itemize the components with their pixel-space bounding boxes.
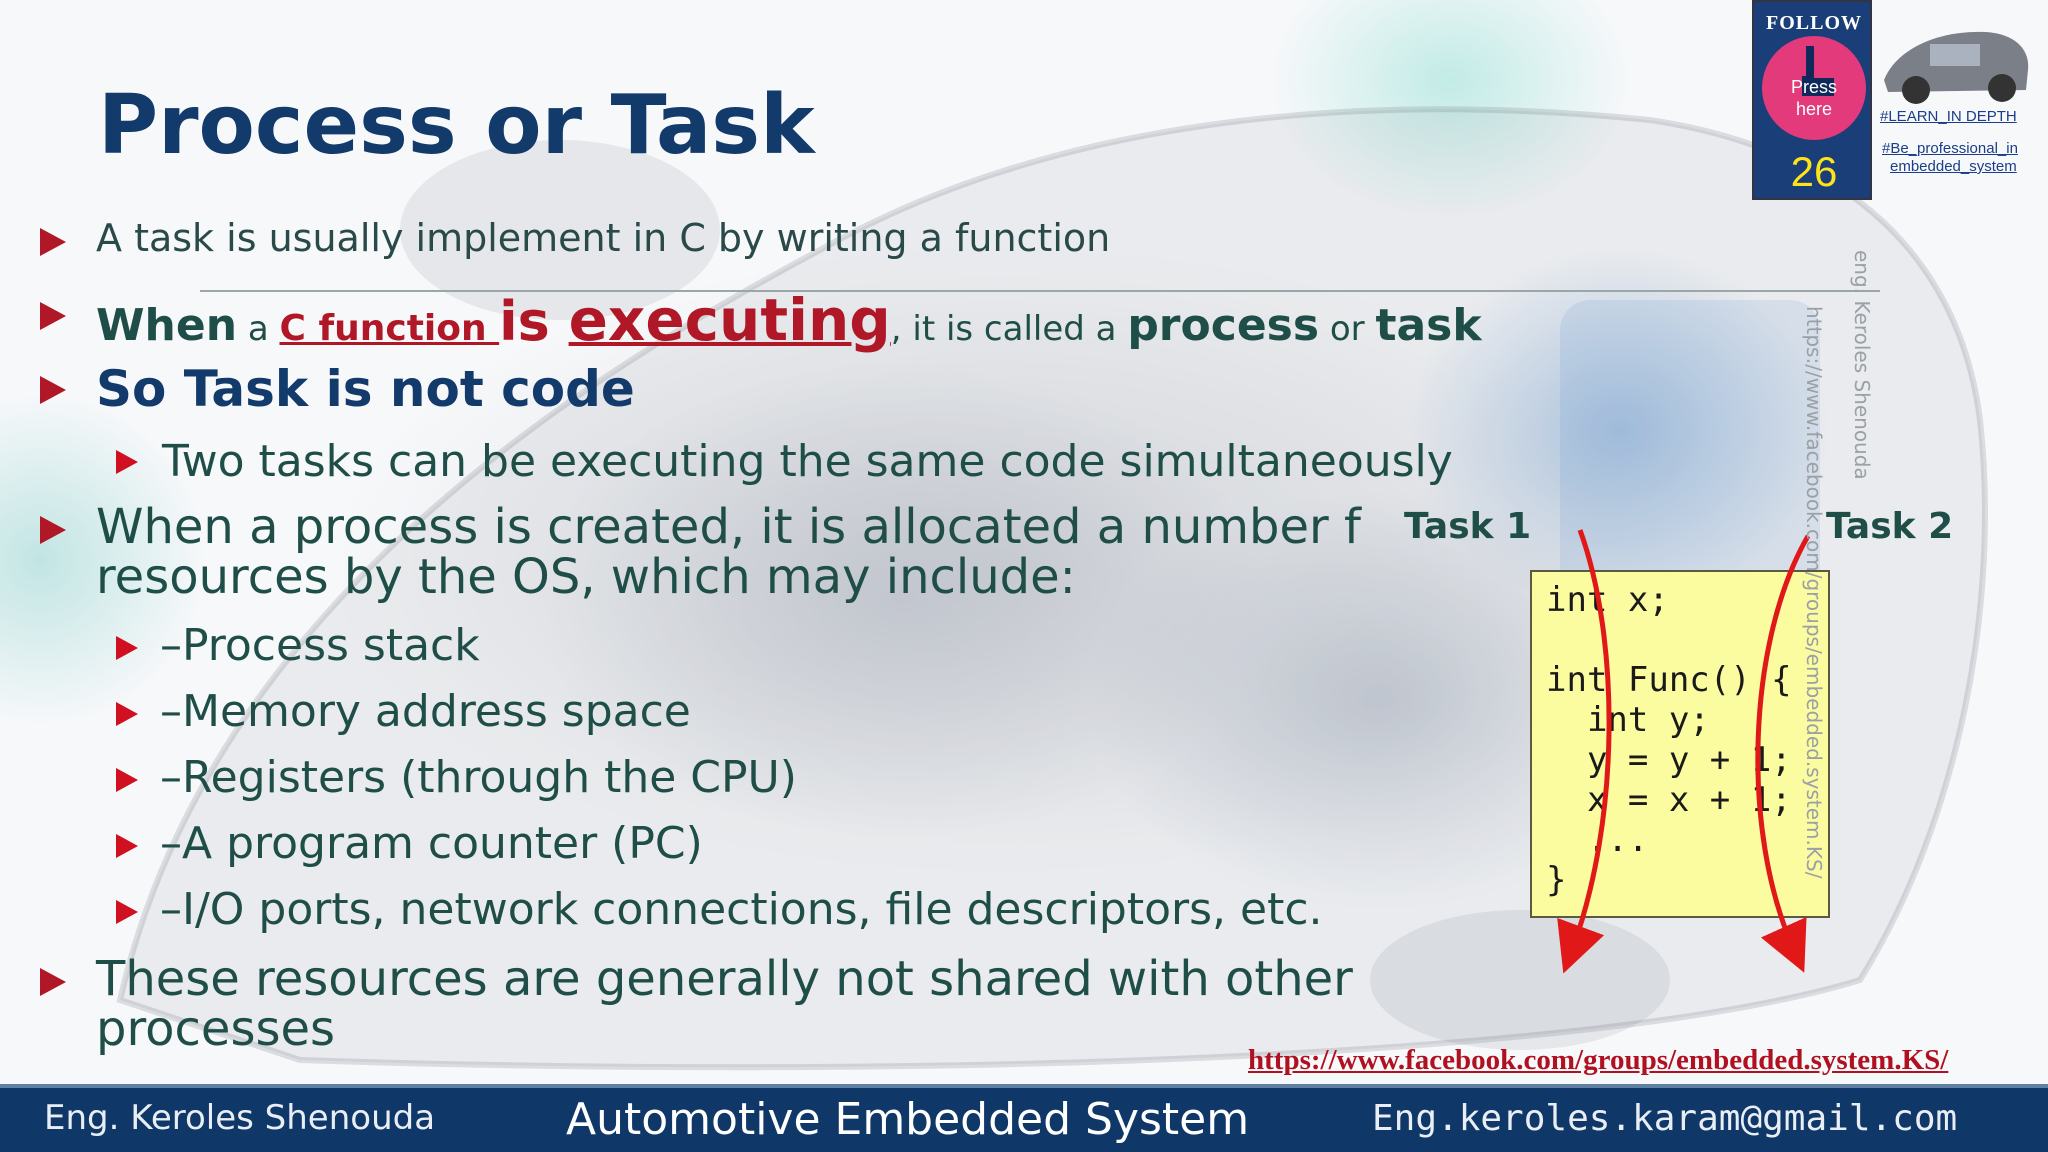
bullet-resources-not-shared-line1: These resources are generally not shared…: [96, 951, 1353, 1007]
text-executing: executing: [568, 286, 891, 354]
facebook-group-link[interactable]: https://www.facebook.com/groups/embedded…: [1248, 1044, 1949, 1076]
task1-label: Task 1: [1404, 506, 1532, 547]
text-called: , it is called a: [890, 309, 1128, 349]
sub-bullet-arrow-icon: [116, 900, 138, 924]
code-box: int x; int Func() { int y; y = y + 1; x …: [1530, 570, 1830, 918]
resource-item: –Memory address space: [160, 686, 691, 737]
bullet-task-implementation: A task is usually implement in C by writ…: [96, 216, 1111, 260]
sub-bullet-arrow-icon: [116, 768, 138, 792]
vertical-author: eng. Keroles Shenouda: [1850, 250, 1874, 480]
car-thumbnail-icon: [1884, 31, 2029, 104]
tag-learn-in-depth[interactable]: #LEARN_IN DEPTH: [1880, 108, 2017, 125]
bullet-arrow-icon: [40, 968, 66, 996]
page-number: 26: [1790, 148, 1838, 195]
bullet-resources-not-shared: These resources are generally not shared…: [96, 954, 1353, 1054]
text-a: a: [237, 309, 280, 349]
text-process: process: [1127, 300, 1320, 351]
resource-item: –A program counter (PC): [160, 818, 703, 869]
sub-bullet-arrow-icon: [116, 834, 138, 858]
code-snippet: int x; int Func() { int y; y = y + 1; x …: [1546, 580, 1792, 900]
footer-bar: Eng. Keroles Shenouda Automotive Embedde…: [0, 1084, 2048, 1152]
sub-bullet-arrow-icon: [116, 636, 138, 660]
resource-item: –I/O ports, network connections, file de…: [160, 884, 1323, 935]
text-c-function: C function: [279, 308, 500, 349]
page-title: Process or Task: [98, 78, 815, 173]
bullet-arrow-icon: [40, 228, 66, 256]
tag-embedded-system[interactable]: embedded_system: [1890, 158, 2017, 175]
text-or: or: [1319, 309, 1376, 349]
bullet-process-definition: When a C function is executing, it is ca…: [96, 286, 1482, 354]
bullet-arrow-icon: [40, 376, 66, 404]
footer-email: Eng.keroles.karam@gmail.com: [1372, 1098, 1958, 1139]
bullet-resources-not-shared-line2: processes: [96, 1001, 335, 1057]
footer-author: Eng. Keroles Shenouda: [44, 1098, 436, 1138]
bullet-process-resources-line1: When a process is created, it is allocat…: [96, 499, 1361, 555]
resource-item: –Process stack: [160, 620, 480, 671]
press-here-label: Press here: [1790, 77, 1837, 119]
bullet-process-resources: When a process is created, it is allocat…: [96, 502, 1361, 602]
hand-pointer-icon: [1802, 46, 1834, 96]
press-here-button[interactable]: Press here: [1762, 36, 1866, 140]
text-when: When: [96, 300, 238, 351]
resource-item: –Registers (through the CPU): [160, 752, 797, 803]
bullet-two-tasks: Two tasks can be executing the same code…: [162, 436, 1453, 487]
bullet-arrow-icon: [40, 302, 66, 330]
footer-course-title: Automotive Embedded System: [566, 1094, 1250, 1145]
follow-us-badge[interactable]: FOLLOW US Press here 26: [1752, 0, 1872, 200]
bullet-process-resources-line2: resources by the OS, which may include:: [96, 549, 1076, 605]
sub-bullet-arrow-icon: [116, 450, 138, 474]
bullet-arrow-icon: [40, 516, 66, 544]
text-task: task: [1375, 300, 1482, 351]
task2-label: Task 2: [1826, 506, 1954, 547]
divider: [200, 290, 1880, 292]
tag-be-professional[interactable]: #Be_professional_in: [1882, 140, 2018, 157]
sub-bullet-arrow-icon: [116, 702, 138, 726]
text-is: is: [499, 290, 569, 353]
vertical-url: https://www.facebook.com/groups/embedded…: [1802, 306, 1826, 879]
bullet-task-not-code: So Task is not code: [96, 360, 635, 418]
